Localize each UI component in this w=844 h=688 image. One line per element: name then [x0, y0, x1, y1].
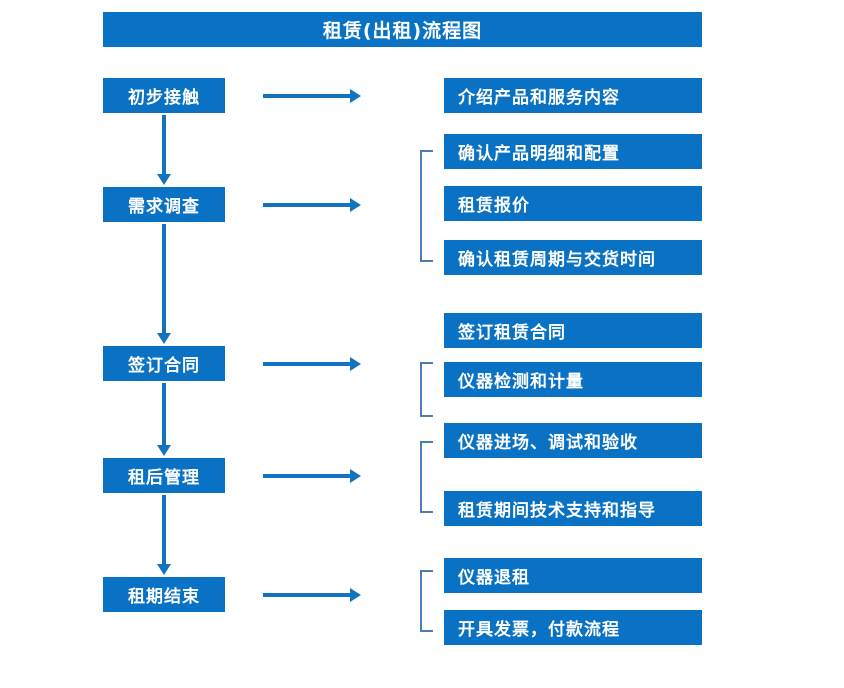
stage-box-requirement-survey[interactable]: 需求调查 [103, 187, 225, 222]
group-bracket-sign-contract [420, 362, 433, 417]
stage-box-lease-end[interactable]: 租期结束 [103, 577, 225, 612]
vertical-arrow-management-to-end [157, 495, 171, 575]
detail-box-instrument-return[interactable]: 仪器退租 [444, 558, 702, 593]
horizontal-arrow-requirement-survey [263, 198, 361, 212]
detail-box-technical-support[interactable]: 租赁期间技术支持和指导 [444, 491, 702, 526]
stage-box-post-rental-management[interactable]: 租后管理 [103, 458, 225, 493]
detail-box-sign-lease-contract[interactable]: 签订租赁合同 [444, 313, 702, 348]
arrow-shaft [162, 383, 166, 445]
detail-box-invoice-payment[interactable]: 开具发票，付款流程 [444, 610, 702, 645]
arrow-head [350, 357, 361, 371]
arrow-head [350, 469, 361, 483]
arrow-shaft [263, 474, 352, 478]
arrow-head [157, 174, 171, 185]
stage-box-initial-contact[interactable]: 初步接触 [103, 78, 225, 113]
horizontal-arrow-post-rental-management [263, 469, 361, 483]
detail-box-confirm-lease-period[interactable]: 确认租赁周期与交货时间 [444, 240, 702, 275]
vertical-arrow-contact-to-survey [157, 115, 171, 185]
vertical-arrow-survey-to-contract [157, 224, 171, 344]
arrow-shaft [263, 362, 352, 366]
arrow-shaft [263, 203, 352, 207]
detail-box-instrument-inspection[interactable]: 仪器检测和计量 [444, 362, 702, 397]
arrow-head [157, 564, 171, 575]
horizontal-arrow-lease-end [263, 588, 361, 602]
vertical-arrow-contract-to-management [157, 383, 171, 456]
arrow-head [350, 89, 361, 103]
arrow-shaft [162, 115, 166, 174]
arrow-shaft [263, 94, 352, 98]
group-bracket-post-rental-management [420, 441, 433, 513]
diagram-title: 租赁(出租)流程图 [103, 12, 702, 47]
horizontal-arrow-initial-contact [263, 89, 361, 103]
detail-box-instrument-entry-commissioning[interactable]: 仪器进场、调试和验收 [444, 423, 702, 458]
detail-box-rental-quotation[interactable]: 租赁报价 [444, 186, 702, 221]
arrow-head [350, 198, 361, 212]
arrow-head [350, 588, 361, 602]
arrow-head [157, 445, 171, 456]
arrow-head [157, 333, 171, 344]
group-bracket-requirement-survey [420, 150, 433, 262]
arrow-shaft [162, 224, 166, 333]
detail-box-introduce-products[interactable]: 介绍产品和服务内容 [444, 78, 702, 113]
arrow-shaft [162, 495, 166, 564]
arrow-shaft [263, 593, 352, 597]
stage-box-sign-contract[interactable]: 签订合同 [103, 346, 225, 381]
horizontal-arrow-sign-contract [263, 357, 361, 371]
group-bracket-lease-end [420, 570, 433, 632]
detail-box-confirm-product-details[interactable]: 确认产品明细和配置 [444, 134, 702, 169]
